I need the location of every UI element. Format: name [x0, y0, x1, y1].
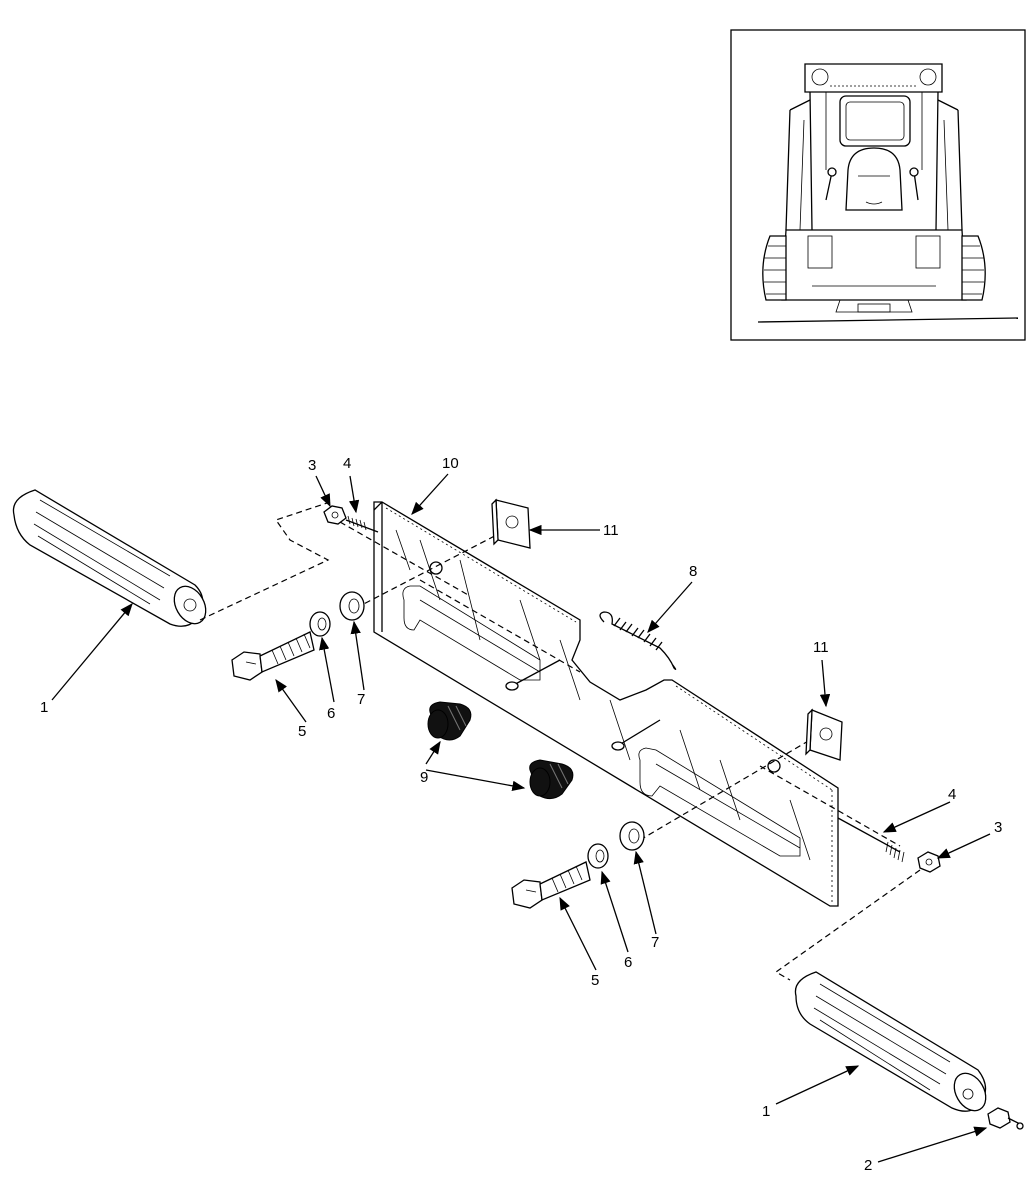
nut-lower — [917, 851, 941, 873]
callout-4-upper: 4 — [343, 455, 351, 472]
callout-1-lower: 1 — [762, 1103, 770, 1120]
grease-fitting — [987, 1107, 1024, 1130]
callout-1-upper: 1 — [40, 699, 48, 716]
flat-washer-lower — [619, 821, 645, 851]
callout-2: 2 — [864, 1157, 872, 1174]
square-washer-lower — [805, 708, 843, 761]
callout-7-lower: 7 — [651, 934, 659, 951]
threaded-rod-lower — [837, 817, 905, 863]
leader-lines — [51, 473, 991, 1163]
lock-washer-upper — [309, 611, 331, 637]
callout-3-lower: 3 — [994, 819, 1002, 836]
callout-6-lower: 6 — [624, 954, 632, 971]
nut-upper — [323, 505, 347, 525]
extension-spring — [599, 611, 677, 670]
roller-upper-left — [12, 489, 207, 627]
rubber-cap-lower — [529, 759, 574, 800]
flat-washer-upper — [339, 591, 365, 621]
roller-lower-right — [794, 971, 987, 1112]
rubber-cap-upper — [427, 701, 472, 741]
bolt-upper — [231, 631, 315, 681]
skid-steer-loader-illustration — [757, 63, 1019, 323]
callout-7-upper: 7 — [357, 691, 365, 708]
callout-labels: 1 1 2 3 3 4 4 5 5 6 6 7 7 8 9 10 11 11 — [40, 455, 1002, 1174]
square-washer-upper — [491, 498, 531, 549]
callout-3-upper: 3 — [308, 457, 316, 474]
callout-10: 10 — [442, 455, 459, 472]
threaded-rod-upper — [345, 515, 379, 533]
callout-8: 8 — [689, 563, 697, 580]
main-mounting-plate — [373, 501, 839, 907]
callout-5-lower: 5 — [591, 972, 599, 989]
callout-4-lower: 4 — [948, 786, 956, 803]
callout-11-lower: 11 — [813, 639, 829, 656]
callout-6-upper: 6 — [327, 705, 335, 722]
lock-washer-lower — [587, 843, 609, 869]
callout-9: 9 — [420, 769, 428, 786]
bolt-lower — [511, 861, 591, 909]
locator-inset — [730, 29, 1026, 341]
callout-5-upper: 5 — [298, 723, 306, 740]
callout-11-upper: 11 — [603, 522, 619, 539]
assembly-lines — [199, 501, 921, 981]
